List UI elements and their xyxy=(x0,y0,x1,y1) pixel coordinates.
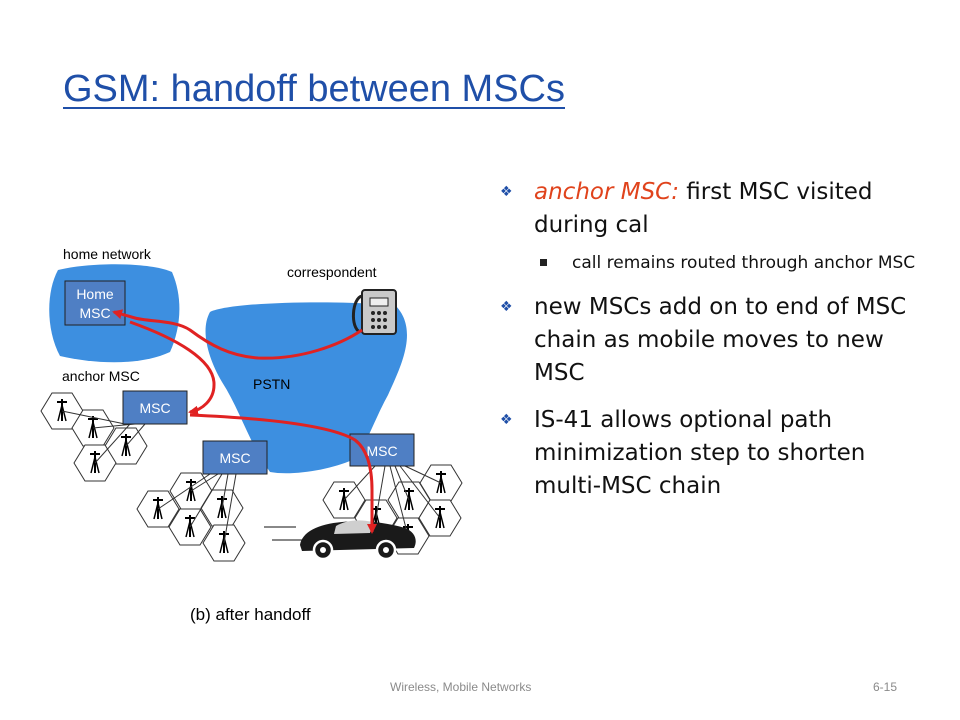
right-msc-label: MSC xyxy=(366,443,397,459)
lower-left-msc-box: MSC xyxy=(202,440,268,475)
sub-bullet-routing-text: call remains routed through anchor MSC xyxy=(572,253,916,273)
telephone-icon xyxy=(352,289,397,335)
diamond-bullet-icon: ❖ xyxy=(500,184,513,200)
footer-page-number: 6-15 xyxy=(873,680,898,694)
bullet-anchor-msc: ❖ anchor MSC: first MSC visited during c… xyxy=(500,176,930,242)
car-icon xyxy=(264,520,416,561)
right-msc-box: MSC xyxy=(349,433,415,467)
anchor-msc-definition: first MSC visited during cal xyxy=(534,179,873,238)
bullet-new-mscs-text: new MSCs add on to end of MSC chain as m… xyxy=(534,294,907,386)
diagram-caption: (b) after handoff xyxy=(190,605,311,624)
call-path-home-to-anchor xyxy=(129,320,216,416)
home-network-label: home network xyxy=(63,246,152,262)
correspondent-label: correspondent xyxy=(287,264,377,280)
pstn-label: PSTN xyxy=(253,376,290,392)
square-bullet-icon xyxy=(540,259,547,266)
lower-left-msc-label: MSC xyxy=(219,450,250,466)
bullet-is41: ❖ IS-41 allows optional path minimizatio… xyxy=(500,404,930,503)
anchor-msc-box: MSC xyxy=(122,390,188,425)
home-msc-line2: MSC xyxy=(79,305,110,321)
anchor-msc-term: anchor MSC: xyxy=(534,179,679,205)
bullet-new-mscs: ❖ new MSCs add on to end of MSC chain as… xyxy=(500,291,930,390)
footer-course: Wireless, Mobile Networks xyxy=(390,680,532,694)
home-msc-line1: Home xyxy=(76,286,114,302)
call-path-correspondent-to-anchor xyxy=(112,309,363,360)
diamond-bullet-icon: ❖ xyxy=(500,299,513,315)
msc-links xyxy=(61,410,442,544)
anchor-msc-box-label: MSC xyxy=(139,400,170,416)
sub-bullet-routing: call remains routed through anchor MSC xyxy=(500,250,930,277)
diamond-bullet-icon: ❖ xyxy=(500,412,513,428)
slide-title: GSM: handoff between MSCs xyxy=(63,68,565,110)
anchor-msc-label: anchor MSC xyxy=(62,368,140,384)
call-path-anchor-to-new-msc xyxy=(189,413,377,534)
bullet-list: ❖ anchor MSC: first MSC visited during c… xyxy=(500,176,930,517)
pstn-cloud xyxy=(205,302,407,474)
home-msc-box: Home MSC xyxy=(64,280,126,326)
bullet-is41-text: IS-41 allows optional path minimization … xyxy=(534,407,866,499)
